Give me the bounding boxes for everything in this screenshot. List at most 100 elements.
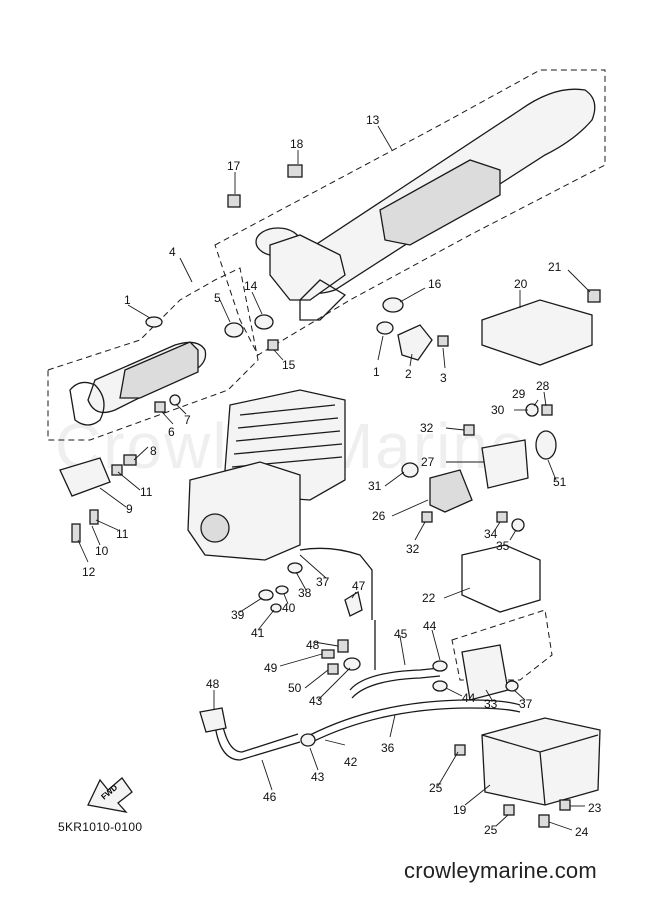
- gasket-16: [382, 297, 404, 313]
- reed-valve-27: [481, 439, 529, 489]
- leader-3: [442, 347, 446, 369]
- leader-47: [351, 591, 357, 599]
- leader-25a: [437, 751, 459, 787]
- callout-34: 34: [484, 527, 498, 541]
- bolt-32-upper: [463, 424, 475, 436]
- callout-7: 7: [184, 413, 191, 427]
- bolt-12: [71, 523, 81, 543]
- leader-7: [175, 403, 187, 415]
- callout-44-upper: 44: [423, 619, 437, 633]
- clamp-44-lower: [432, 680, 448, 692]
- callout-23: 23: [588, 801, 602, 815]
- collar-35: [511, 518, 525, 532]
- callout-25-upper: 25: [429, 781, 443, 795]
- gasket-1-left: [145, 316, 163, 328]
- leader-14: [251, 291, 263, 315]
- callout-5: 5: [214, 291, 221, 305]
- valve-48-left: [199, 707, 227, 733]
- air-filter-cover: [481, 299, 593, 366]
- clamp-43-upper: [343, 657, 361, 671]
- callout-25-lower: 25: [484, 823, 498, 837]
- leader-43a: [317, 667, 351, 701]
- screw-24: [538, 814, 550, 828]
- valve-47: [344, 590, 363, 617]
- bolt-34: [496, 511, 508, 523]
- callout-3: 3: [440, 371, 447, 385]
- leader-34: [494, 521, 501, 531]
- leader-12: [77, 539, 89, 563]
- canister-bracket-outline: [451, 609, 553, 681]
- leader-26: [391, 499, 429, 517]
- callout-20: 20: [514, 277, 528, 291]
- engine-cylinder: [187, 389, 346, 561]
- callouts: 13 18 17 4 1 5 14 16 1 2 3 15 6 7 8 11 9…: [82, 113, 602, 839]
- callout-15: 15: [282, 358, 296, 372]
- screw-21: [587, 289, 601, 303]
- leader-40: [283, 593, 289, 605]
- callout-46: 46: [263, 790, 277, 804]
- joint-49: [321, 649, 335, 659]
- callout-29: 29: [512, 387, 526, 401]
- exhaust-manifold-flange: [59, 457, 111, 497]
- hose-45: [349, 667, 441, 691]
- cylinder-fins: [231, 404, 343, 468]
- leader-46: [261, 759, 273, 791]
- callout-47: 47: [352, 579, 366, 593]
- bolt-18: [287, 164, 303, 178]
- cylinder-port: [200, 513, 230, 543]
- spring-11-lower: [89, 509, 99, 525]
- leader-45: [399, 635, 406, 666]
- hose-36-outer: [311, 707, 521, 743]
- clip-38: [287, 562, 303, 574]
- clip-50: [327, 663, 339, 675]
- air-filter-case-edges: [481, 734, 599, 806]
- leader-5: [219, 299, 231, 323]
- leader-1a: [127, 304, 151, 319]
- leader-33: [485, 689, 493, 701]
- leader-lines: [77, 125, 591, 831]
- callout-22: 22: [422, 591, 436, 605]
- callout-43-lower: 43: [311, 770, 325, 784]
- gasket-1-right: [376, 321, 394, 335]
- callout-38: 38: [298, 586, 312, 600]
- nut-15: [267, 339, 279, 351]
- leader-15: [273, 349, 284, 361]
- callout-43-upper: 43: [309, 694, 323, 708]
- muffler: [255, 88, 596, 321]
- callout-14: 14: [244, 279, 258, 293]
- leader-11a: [117, 471, 141, 491]
- leader-37a: [299, 554, 327, 579]
- bolt-6: [154, 401, 166, 413]
- leader-29: [533, 399, 539, 407]
- leader-51: [547, 459, 557, 481]
- callout-21: 21: [548, 260, 562, 274]
- nut-23: [559, 799, 571, 811]
- exhaust-pipe: [59, 341, 207, 497]
- leader-50: [304, 669, 329, 689]
- callout-24: 24: [575, 825, 589, 839]
- callout-27: 27: [421, 455, 435, 469]
- callout-8: 8: [150, 444, 157, 458]
- leader-39: [239, 597, 263, 613]
- diagram-code: 5KR1010-0100: [58, 820, 143, 834]
- callout-19: 19: [453, 803, 467, 817]
- callout-49: 49: [264, 661, 278, 675]
- leader-24: [548, 821, 573, 831]
- air-filter-cover-body: [481, 299, 593, 366]
- callout-13: 13: [366, 113, 380, 127]
- leader-49: [279, 653, 323, 667]
- hoses: [214, 547, 521, 761]
- leader-32b: [414, 521, 426, 541]
- callout-17: 17: [227, 159, 241, 173]
- callout-36: 36: [381, 741, 395, 755]
- callout-35: 35: [496, 539, 510, 553]
- leader-6: [161, 411, 174, 425]
- exhaust-heat-shield: [119, 341, 199, 399]
- bolt-25-upper: [454, 744, 466, 756]
- callout-42: 42: [344, 755, 358, 769]
- clip-37-right: [505, 680, 519, 692]
- leader-32a: [445, 427, 465, 431]
- muffler-bracket: [299, 279, 347, 321]
- callout-39: 39: [231, 608, 245, 622]
